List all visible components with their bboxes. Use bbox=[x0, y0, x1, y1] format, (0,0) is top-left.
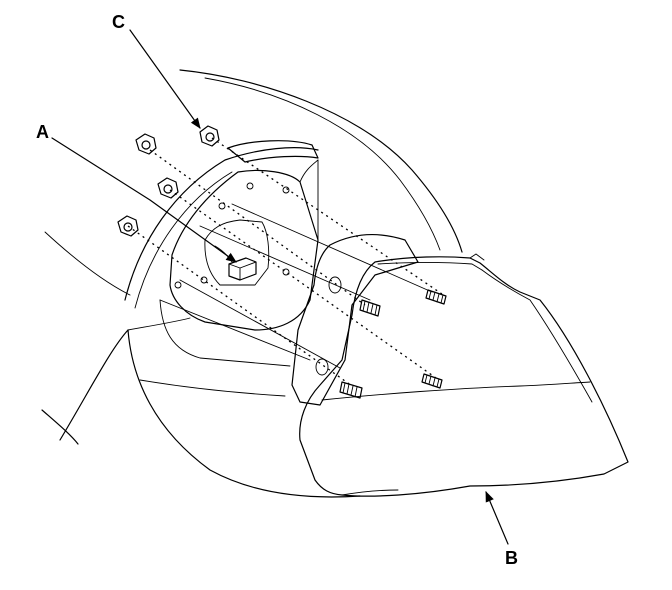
flange-nut bbox=[157, 177, 179, 199]
mounting-stud bbox=[339, 381, 363, 399]
taillight-assembly bbox=[291, 233, 629, 497]
nut-alignment-lines bbox=[127, 137, 443, 387]
mounting-stud bbox=[425, 289, 447, 305]
callout-label-b: B bbox=[505, 548, 518, 568]
vehicle-body-outline bbox=[41, 69, 463, 498]
callout-label-a: A bbox=[36, 122, 49, 142]
mounting-stud bbox=[359, 299, 381, 317]
leader-arrow-c bbox=[129, 29, 201, 129]
leader-arrow-b bbox=[485, 491, 509, 545]
flange-nut bbox=[135, 133, 157, 155]
callout-label-c: C bbox=[112, 12, 125, 32]
flange-nut-c bbox=[199, 125, 220, 147]
flange-nut bbox=[117, 215, 139, 237]
mounting-stud bbox=[421, 373, 443, 389]
leader-arrow-a bbox=[51, 137, 237, 263]
